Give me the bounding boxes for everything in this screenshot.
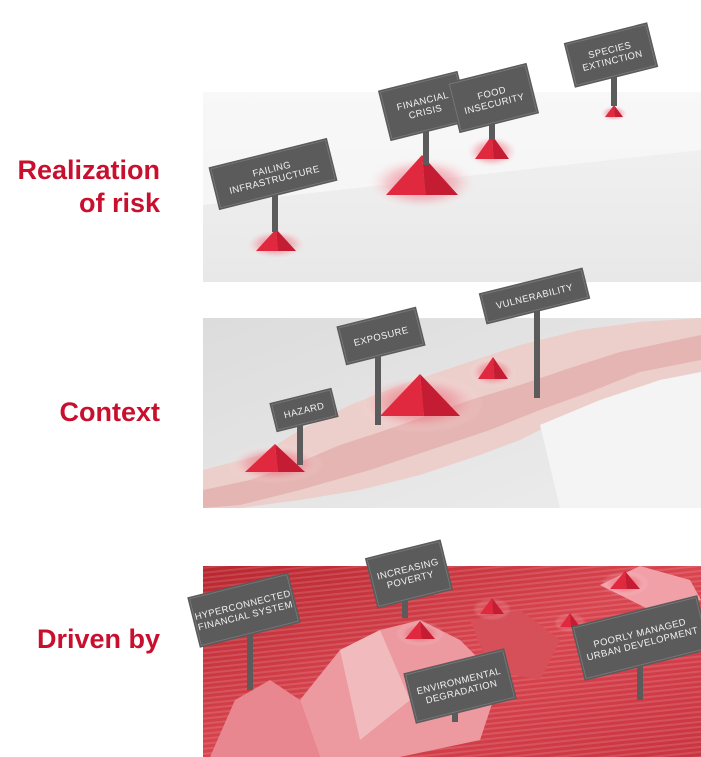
signpost-pole [534,305,540,398]
risk-peak [560,613,571,627]
risk-peak [610,571,627,589]
sign-border [565,24,657,86]
risk-peak-shade [422,155,458,195]
terrain-hill-face [340,630,410,740]
risk-peak [480,598,494,614]
sign-board [187,572,301,648]
risk-peak-shade [420,621,435,639]
risk-peak [380,374,424,416]
risk-peak [405,621,422,639]
signpost-pole [247,630,253,690]
risk-peak-shade [420,374,460,416]
signpost-context-1: EXPOSURE [336,306,426,366]
row-label-context: Context [59,397,161,427]
risk-peak-shade [614,105,623,117]
sign-board [446,62,540,134]
sign-border [210,139,336,209]
risk-peak-shade [625,571,640,589]
signpost-pole [637,660,643,700]
row-label-realization-of-risk: Realization of risk [17,155,160,218]
sign-border [448,64,538,132]
risk-peak [245,444,278,472]
risk-peak [475,135,494,159]
signpost-pole [489,118,495,140]
signpost-pole [375,350,381,425]
sign-border [338,308,424,364]
sign-board [563,22,659,88]
sign-border [405,650,515,722]
risk-peak-shade [276,229,296,251]
signpost-context-0: HAZARD [269,387,339,433]
risk-peak [478,357,495,379]
sign-board [478,267,591,325]
risk-peak [386,155,426,195]
signpost-pole [272,192,278,232]
sign-board [377,70,471,142]
risk-peak [605,105,615,117]
signpost-pole [611,74,617,106]
risk-peak-shade [492,598,504,614]
sign-board [336,306,426,366]
sign-board [208,137,338,211]
sign-board [571,595,701,681]
signpost-pole [297,418,303,465]
sign-border [271,389,337,431]
sign-board [364,539,454,609]
risk-peak [256,229,278,251]
sign-board [269,387,339,433]
sign-border [189,574,299,646]
sign-board [403,648,517,724]
risk-peak-shade [492,135,509,159]
sign-border [573,597,701,679]
risk-peak-shade [493,357,508,379]
risk-peak-shade [570,613,580,627]
row-label-driven-by: Driven by [36,624,160,654]
signpost-pole [402,594,408,618]
sign-border [366,541,452,607]
terrain-hill [210,680,320,757]
signpost-pole [423,128,429,165]
risk-peaks [227,105,649,647]
sign-border [480,269,589,323]
terrain-flat [540,372,701,508]
